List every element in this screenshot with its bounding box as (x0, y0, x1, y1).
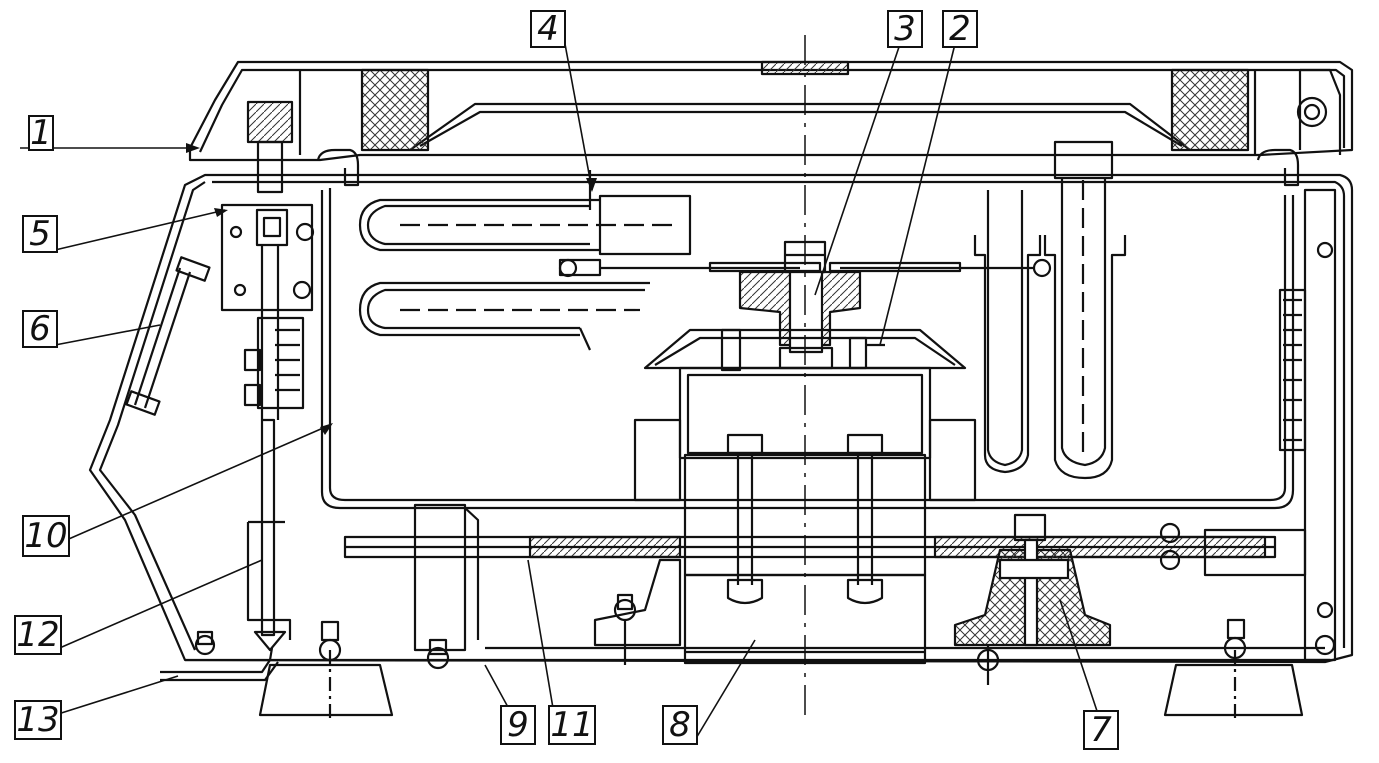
lid-insulation-right (1170, 68, 1250, 152)
lid-lock (220, 100, 315, 420)
leader-lines (20, 43, 1101, 741)
callout-12: 12 (14, 615, 62, 655)
lid (188, 60, 1354, 187)
callout-10: 10 (22, 515, 70, 557)
callout-4: 4 (530, 10, 566, 48)
callout-2: 2 (942, 10, 978, 48)
rotor-chamber (320, 188, 1295, 510)
shock-absorber (953, 513, 1112, 647)
emergency-release (160, 630, 287, 682)
left-motor-mount (593, 558, 682, 665)
callout-9: 9 (500, 705, 536, 745)
sensor-block (413, 503, 480, 670)
lock-rod (194, 418, 292, 656)
callout-7: 7 (1083, 710, 1119, 750)
motor (633, 328, 977, 665)
callout-5: 5 (22, 215, 58, 253)
mounting-plate (343, 535, 1277, 559)
control-board (1159, 188, 1337, 662)
callout-1: 1 (28, 115, 54, 151)
housing (88, 173, 1354, 664)
lid-insulation-left (360, 68, 430, 152)
callout-6: 6 (22, 310, 58, 348)
feet (258, 618, 1304, 720)
callout-11: 11 (548, 705, 596, 745)
base-bolts (976, 634, 1336, 685)
callout-13: 13 (14, 700, 62, 740)
callout-8: 8 (662, 705, 698, 745)
leader-arrowheads (186, 143, 597, 435)
rotor-tubes-horizontal (358, 170, 800, 351)
callout-3: 3 (887, 10, 923, 48)
rotor-tubes-vertical (840, 140, 1127, 480)
viewing-window (125, 256, 211, 416)
